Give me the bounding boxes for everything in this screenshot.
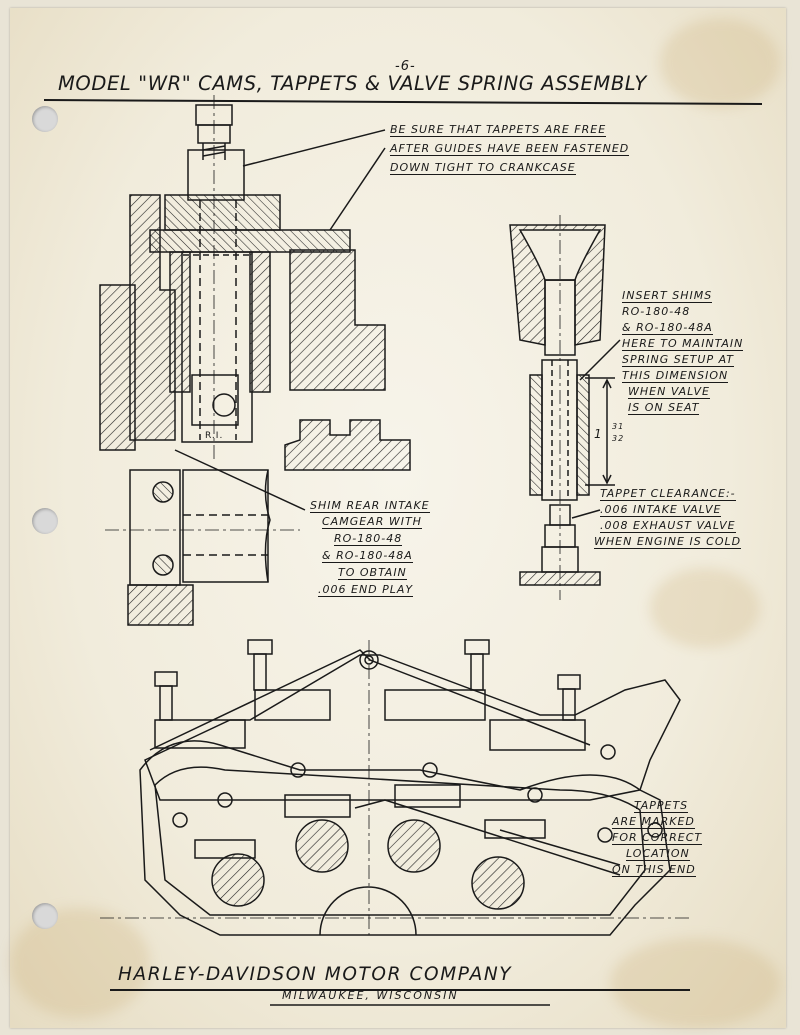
tappet-cross-section bbox=[99, 95, 411, 626]
valve-spring-section bbox=[509, 215, 615, 600]
page-title: MODEL "WR" CAMS, TAPPETS & VALVE SPRING … bbox=[58, 72, 647, 95]
punch-hole-middle bbox=[32, 508, 58, 534]
company-name: HARLEY-DAVIDSON MOTOR COMPANY bbox=[118, 964, 513, 985]
punch-hole-top bbox=[32, 106, 58, 132]
punch-hole-bottom bbox=[32, 903, 58, 929]
cam-case-plan-view bbox=[100, 639, 690, 936]
part-mark-ri: R.I. bbox=[205, 431, 224, 441]
page-number: -6- bbox=[395, 59, 416, 74]
company-city: MILWAUKEE, WISCONSIN bbox=[282, 989, 459, 1002]
